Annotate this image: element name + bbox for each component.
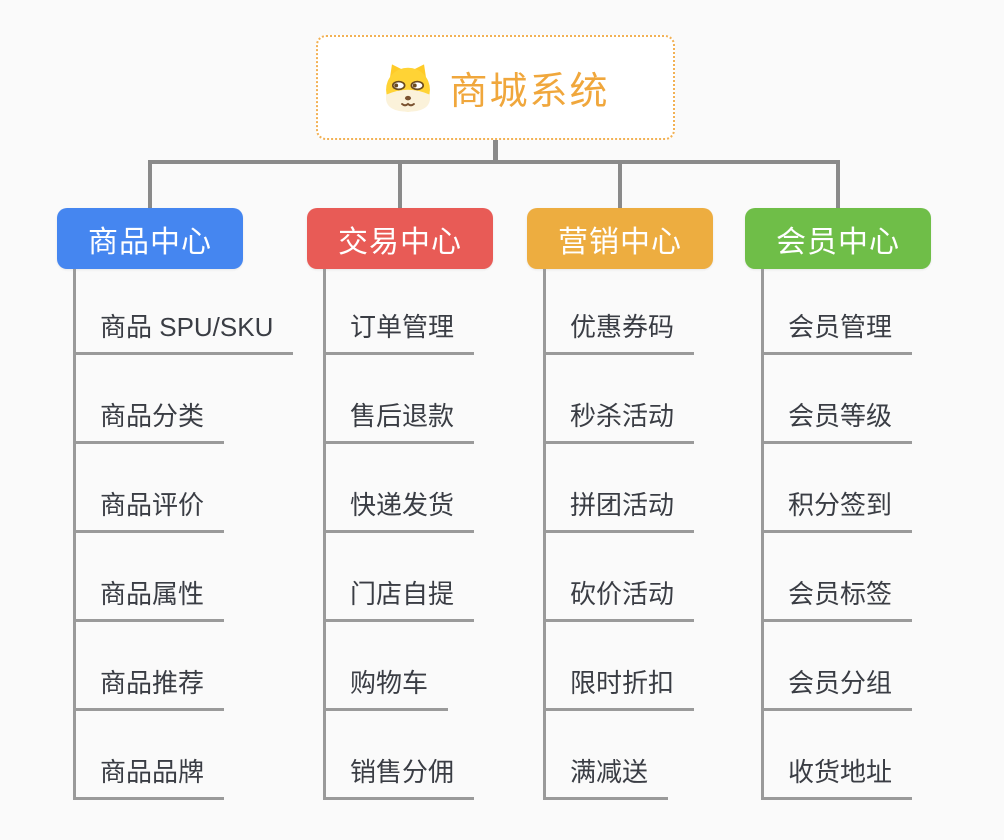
branch-marketing-center: 营销中心 优惠券码 秒杀活动 拼团活动 砍价活动 限时折扣 满减送	[527, 208, 713, 800]
connector-drop-product	[148, 160, 152, 208]
branch-member-center: 会员中心 会员管理 会员等级 积分签到 会员标签 会员分组 收货地址	[745, 208, 931, 800]
leaf-node[interactable]: 销售分佣	[326, 711, 475, 800]
leaf-node[interactable]: 商品评价	[76, 444, 225, 533]
branch-member-children: 会员管理 会员等级 积分签到 会员标签 会员分组 收货地址	[761, 269, 913, 800]
connector-drop-trade	[398, 160, 402, 208]
leaf-node[interactable]: 商品分类	[76, 355, 225, 444]
branch-product-center: 商品中心 商品 SPU/SKU 商品分类 商品评价 商品属性 商品推荐 商品品牌	[57, 208, 294, 800]
leaf-node[interactable]: 订单管理	[326, 269, 475, 355]
branch-marketing-children: 优惠券码 秒杀活动 拼团活动 砍价活动 限时折扣 满减送	[543, 269, 695, 800]
leaf-node[interactable]: 快递发货	[326, 444, 475, 533]
leaf-node[interactable]: 售后退款	[326, 355, 475, 444]
leaf-node[interactable]: 商品属性	[76, 533, 225, 622]
leaf-node[interactable]: 会员等级	[764, 355, 913, 444]
leaf-node[interactable]: 秒杀活动	[546, 355, 695, 444]
leaf-node[interactable]: 满减送	[546, 711, 669, 800]
connector-drop-marketing	[618, 160, 622, 208]
branch-trade-center: 交易中心 订单管理 售后退款 快递发货 门店自提 购物车 销售分佣	[307, 208, 493, 800]
leaf-node[interactable]: 购物车	[326, 622, 449, 711]
leaf-node[interactable]: 收货地址	[764, 711, 913, 800]
leaf-node[interactable]: 优惠券码	[546, 269, 695, 355]
leaf-node[interactable]: 门店自提	[326, 533, 475, 622]
connector-drop-member	[836, 160, 840, 208]
leaf-node[interactable]: 商品品牌	[76, 711, 225, 800]
leaf-node[interactable]: 限时折扣	[546, 622, 695, 711]
leaf-node[interactable]: 会员标签	[764, 533, 913, 622]
node-marketing-center[interactable]: 营销中心	[527, 208, 713, 269]
leaf-node[interactable]: 会员分组	[764, 622, 913, 711]
leaf-node[interactable]: 会员管理	[764, 269, 913, 355]
node-trade-center[interactable]: 交易中心	[307, 208, 493, 269]
branch-trade-children: 订单管理 售后退款 快递发货 门店自提 购物车 销售分佣	[323, 269, 475, 800]
leaf-node[interactable]: 商品推荐	[76, 622, 225, 711]
leaf-node[interactable]: 砍价活动	[546, 533, 695, 622]
node-member-center[interactable]: 会员中心	[745, 208, 931, 269]
branch-product-children: 商品 SPU/SKU 商品分类 商品评价 商品属性 商品推荐 商品品牌	[73, 269, 294, 800]
leaf-node[interactable]: 积分签到	[764, 444, 913, 533]
node-product-center[interactable]: 商品中心	[57, 208, 243, 269]
connector-root-trunk	[493, 140, 498, 164]
connector-horizontal-bus	[148, 160, 840, 164]
root-node-mall-system[interactable]: 商城系统	[316, 35, 675, 140]
leaf-node[interactable]: 拼团活动	[546, 444, 695, 533]
shiba-dog-icon	[381, 61, 435, 115]
leaf-node[interactable]: 商品 SPU/SKU	[76, 269, 294, 355]
root-title: 商城系统	[449, 71, 610, 113]
